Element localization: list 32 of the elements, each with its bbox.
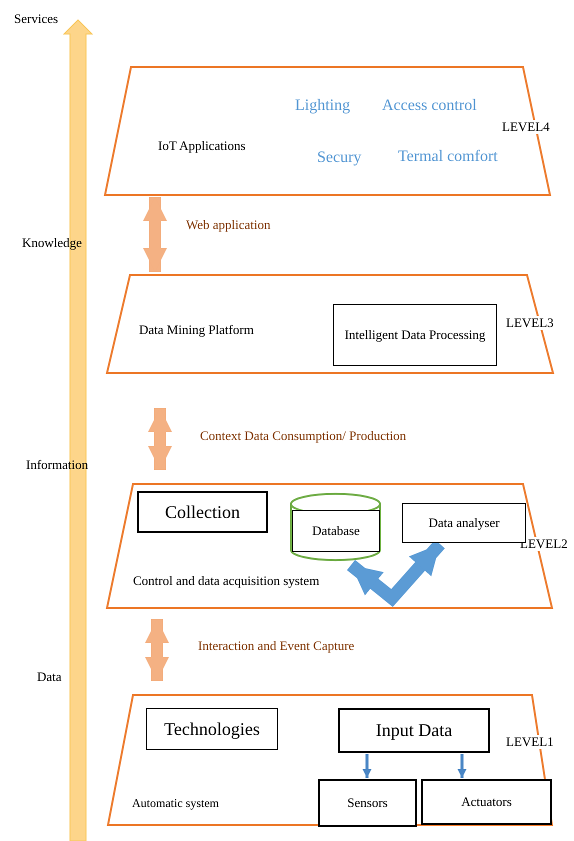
process-box: Technologies (146, 708, 278, 750)
process-box: Actuators (421, 779, 552, 825)
application-label: Termal comfort (398, 148, 498, 166)
level-label: LEVEL2 (520, 537, 568, 552)
level-trapezoid (104, 66, 552, 196)
level-title: Control and data acquisition system (133, 574, 320, 588)
process-box: Input Data (338, 708, 490, 753)
edge-label: Web application (184, 218, 273, 232)
level-title: Data Mining Platform (139, 323, 254, 338)
level-trapezoid (107, 694, 553, 826)
block-arrow (143, 197, 167, 272)
process-box: Data analyser (402, 503, 526, 543)
level-title: Automatic system (132, 797, 219, 810)
edge-label: Context Data Consumption/ Production (198, 429, 408, 444)
application-label: Lighting (295, 97, 350, 115)
level-title: IoT Applications (158, 139, 246, 154)
arrow (458, 754, 466, 778)
axis-label: Data (37, 670, 62, 684)
process-box: Sensors (318, 779, 417, 827)
level-label: LEVEL3 (506, 316, 554, 330)
level-trapezoid (106, 274, 554, 374)
edge-label: Interaction and Event Capture (196, 639, 356, 654)
application-label: Secury (317, 149, 362, 167)
level-label: LEVEL4 (502, 120, 550, 134)
block-arrow (145, 619, 169, 681)
process-box: Intelligent Data Processing (333, 304, 497, 366)
axis-label: Services (14, 12, 58, 26)
arrow (362, 754, 372, 778)
block-arrow (148, 408, 172, 470)
process-box: Collection (137, 491, 268, 533)
application-label: Access control (382, 97, 477, 115)
level-label: LEVEL1 (506, 735, 554, 750)
